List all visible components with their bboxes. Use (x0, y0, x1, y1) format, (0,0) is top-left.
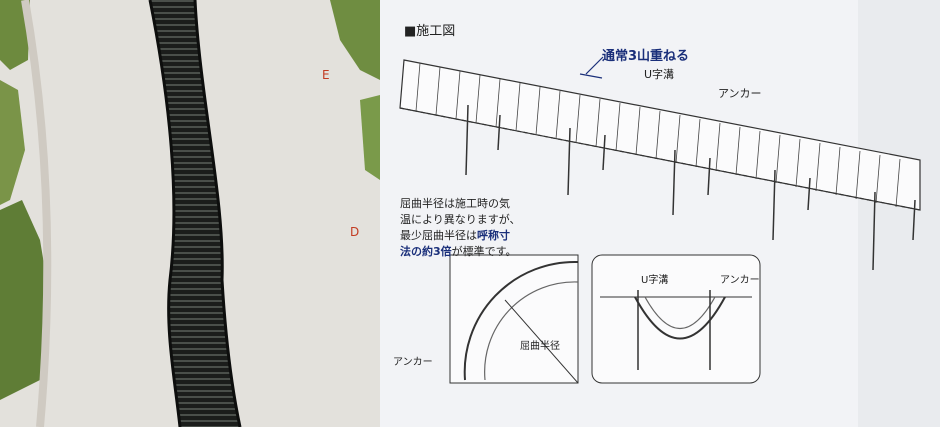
detail-u-gutter-label: U字溝 (641, 275, 669, 286)
diagram-title: ■施工図 (404, 24, 456, 39)
overlap-note: 通常3山重ねる (602, 49, 690, 64)
drain-pipe (150, 0, 240, 427)
bend-radius-label: 屈曲半径 (520, 341, 560, 352)
bend-radius-detail (449, 254, 579, 384)
anchor-label: アンカー (718, 87, 762, 100)
bend-anchor-label: アンカー (393, 357, 433, 368)
detail-anchor-label: アンカー (720, 275, 760, 286)
marker-e: E (322, 68, 330, 82)
bend-radius-note: 屈曲半径は施工時の気 温により異なりますが、 最少屈曲半径は呼称寸 法の約3倍が… (400, 197, 521, 258)
pipe-diagram (399, 56, 921, 271)
construction-diagram (380, 0, 940, 427)
marker-d: D (350, 225, 360, 239)
installation-photo (0, 0, 380, 427)
u-gutter-label: U字溝 (644, 68, 675, 81)
u-gutter-detail (591, 254, 761, 384)
